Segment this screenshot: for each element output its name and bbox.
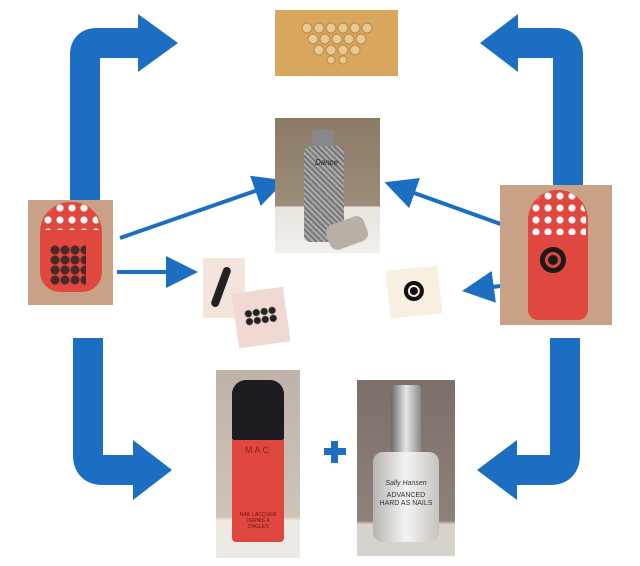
big-arrow-bottom-right — [477, 338, 580, 500]
big-arrow-bottom-left — [73, 338, 172, 500]
red-polish-bottle-photo: MAC NAIL LACQUER VERNIS À ONGLES — [216, 370, 300, 558]
clear-top-coat-bottle-photo: Sally Hansen ADVANCED HARD AS NAILS — [357, 380, 455, 556]
big-arrow-top-right — [480, 14, 583, 188]
glitter-bottle-label: Dance — [315, 158, 339, 167]
nail-with-leaf-stickers-photo — [28, 200, 113, 305]
big-arrow-top-left — [70, 14, 178, 200]
rose-sticker-photo — [385, 265, 443, 319]
thin-arrow-left-to-bottle — [119, 175, 286, 240]
dotting-stones-tray-photo — [275, 10, 398, 76]
flower-sticker-photo — [231, 286, 291, 349]
red-polish-label: NAIL LACQUER VERNIS À ONGLES — [239, 512, 277, 530]
nail-with-rose-sticker-photo — [500, 185, 612, 325]
top-coat-brand: Sally Hansen — [385, 480, 427, 487]
red-polish-brand: MAC — [245, 445, 271, 455]
top-coat-label: ADVANCED HARD AS NAILS — [379, 492, 433, 507]
plus-sign — [324, 441, 346, 463]
glitter-polish-bottle-photo: Dance — [275, 118, 380, 253]
